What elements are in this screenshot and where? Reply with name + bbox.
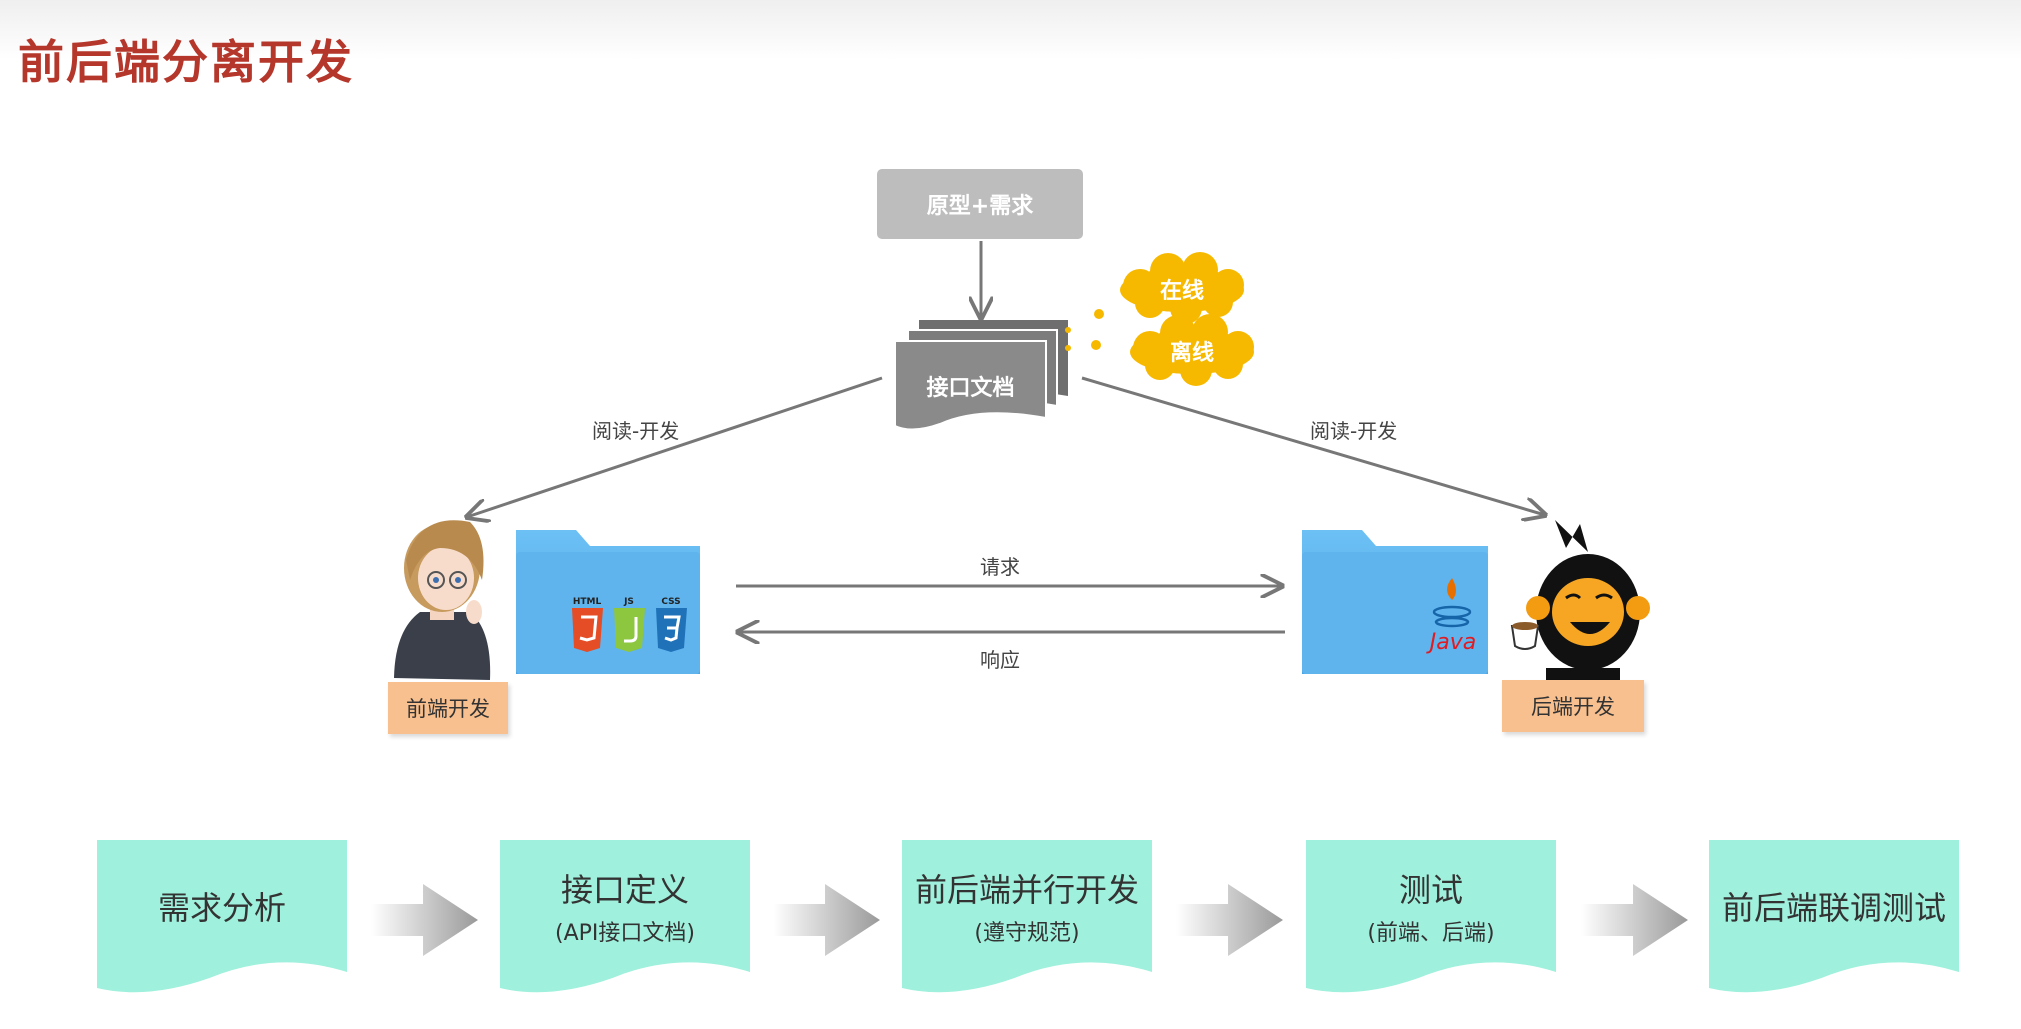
css3-icon: [656, 608, 687, 652]
prototype-box: [877, 169, 1083, 239]
backend-folder-icon: [1302, 530, 1488, 674]
process-step-shape: [500, 840, 750, 993]
thought-bubbles: [1065, 309, 1104, 351]
html5-icon: [572, 608, 603, 652]
flow-arrow-4: [1581, 884, 1688, 956]
java-icon: Java: [1426, 578, 1476, 655]
step-title: 接口定义: [560, 871, 689, 909]
step-title: 前后端联调测试: [1721, 889, 1946, 927]
frontend-folder-icon: [516, 530, 700, 674]
top-bar: [0, 0, 2021, 60]
process-step-shape: [902, 840, 1152, 993]
prototype-box-label: 原型+需求: [926, 194, 1034, 219]
js-icon: [614, 608, 645, 652]
flow-arrow-2: [773, 884, 880, 956]
process-step-requirements: 需求分析: [97, 840, 347, 1000]
interface-doc-label: 接口文档: [926, 376, 1015, 401]
coffee-cup-icon: [1510, 622, 1540, 650]
tech-label-js: JS: [623, 597, 634, 607]
tech-label-html: HTML: [573, 597, 602, 607]
tech-label-css: CSS: [661, 597, 680, 607]
cloud-online: [1120, 252, 1244, 324]
process-step-integration-test: 前后端联调测试: [1709, 840, 1959, 1000]
edge-label-left-read: 阅读-开发: [592, 419, 680, 443]
backend-role-tag: 后端开发: [1502, 680, 1644, 732]
page-title: 前后端分离开发: [18, 35, 354, 89]
process-step-parallel-dev: 前后端并行开发 (遵守规范): [902, 840, 1152, 1000]
cloud-offline-label: 离线: [1169, 341, 1214, 366]
step-subtitle: (遵守规范): [974, 921, 1080, 946]
edge-label-right-read: 阅读-开发: [1310, 419, 1398, 443]
process-step-shape: [1306, 840, 1556, 993]
backend-developer-avatar: [1510, 520, 1650, 680]
flow-arrow-1: [371, 884, 478, 956]
step-title: 前后端并行开发: [914, 871, 1139, 909]
java-label: Java: [1426, 630, 1476, 655]
frontend-role-tag: 前端开发: [388, 682, 508, 734]
process-step-interface-definition: 接口定义 (API接口文档): [500, 840, 750, 1000]
edge-label-request: 请求: [980, 555, 1020, 579]
step-subtitle: (API接口文档): [555, 921, 695, 946]
cloud-online-label: 在线: [1159, 279, 1204, 304]
step-title: 需求分析: [157, 889, 286, 927]
arrow-doc-to-frontend: [467, 376, 883, 517]
process-step-shape: [1709, 840, 1959, 993]
interface-doc-stack: [894, 320, 1068, 431]
flow-arrow-3: [1176, 884, 1283, 956]
frontend-developer-avatar: [394, 520, 491, 680]
arrow-doc-to-backend: [1081, 376, 1545, 515]
step-title: 测试: [1398, 871, 1463, 909]
cloud-offline: [1130, 314, 1254, 386]
process-step-testing: 测试 (前端、后端): [1306, 840, 1556, 1000]
step-subtitle: (前端、后端): [1367, 921, 1495, 946]
process-step-shape: [97, 840, 347, 993]
edge-label-response: 响应: [980, 648, 1020, 672]
